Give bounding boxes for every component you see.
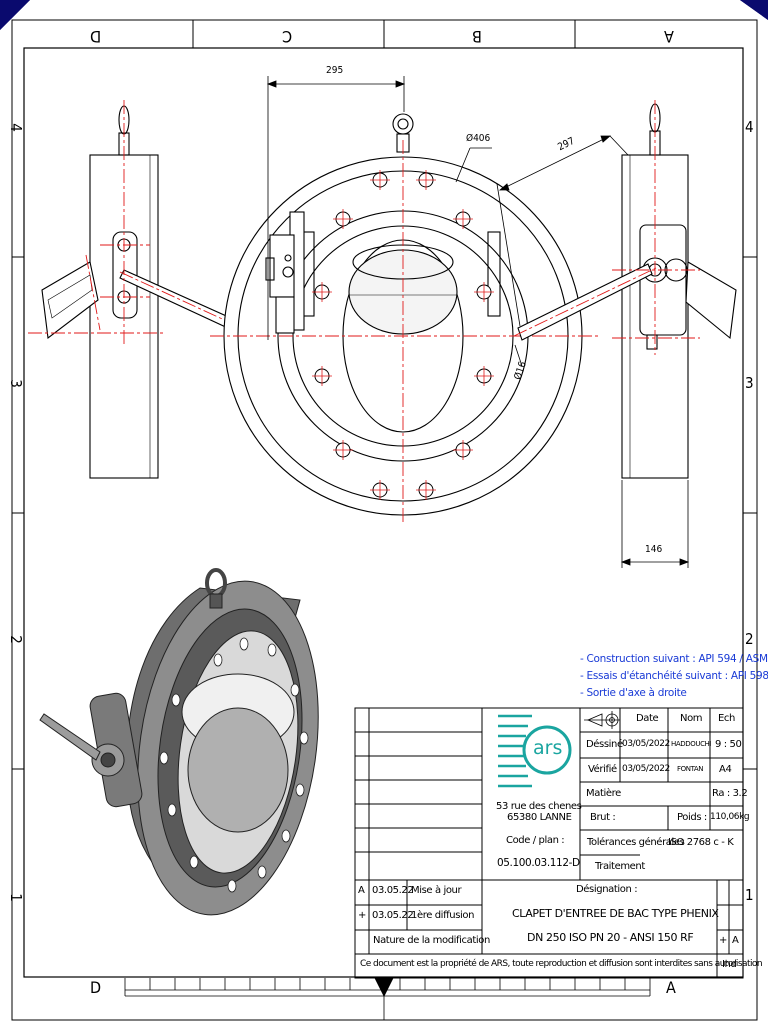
isometric-bolt-holes bbox=[159, 637, 309, 893]
rev-1-desc: Mise à jour bbox=[411, 885, 462, 896]
row-right-3: 3 bbox=[745, 374, 754, 392]
tb-dessine-ech: 9 : 50 bbox=[715, 739, 742, 750]
zone-top-a: A bbox=[664, 27, 674, 46]
row-left-4: 4 bbox=[6, 123, 25, 132]
dim-146: 146 bbox=[645, 544, 663, 555]
right-view-centerlines bbox=[513, 100, 700, 355]
tb-designation-label: Désignation : bbox=[576, 884, 638, 895]
zone-top-d: D bbox=[90, 27, 102, 46]
bolt-hole-centermarks bbox=[312, 170, 494, 500]
zone-top-b: B bbox=[472, 27, 482, 46]
tb-ind-label: Ind bbox=[722, 959, 737, 970]
zone-ticks bbox=[12, 20, 757, 770]
zone-bottom-d: D bbox=[90, 978, 102, 997]
tb-traitement: Traitement bbox=[595, 861, 645, 872]
tb-tolerances-label: Tolérances générales bbox=[587, 837, 685, 848]
rev-2-date: 03.05.22 bbox=[372, 910, 414, 921]
zone-top-c: C bbox=[282, 27, 293, 46]
title-block-grid bbox=[354, 707, 744, 979]
tb-header-date: Date bbox=[636, 713, 659, 724]
tb-poids-value: 110,06kg bbox=[710, 812, 750, 822]
tb-copyright: Ce document est la propriété de ARS, tou… bbox=[360, 959, 763, 969]
tb-dessine-label: Déssiné bbox=[586, 739, 623, 750]
tb-verifie-date: 03/05/2022 bbox=[622, 764, 670, 774]
front-view-centerlines bbox=[210, 140, 600, 525]
tb-poids-label: Poids : bbox=[677, 812, 707, 823]
tb-code-label: Code / plan : bbox=[506, 835, 565, 846]
tb-format: A4 bbox=[719, 764, 732, 775]
tb-ra: Ra : 3.2 bbox=[712, 788, 748, 799]
rev-1-date: 03.05.22 bbox=[372, 885, 414, 896]
tb-address1: 53 rue des chenes bbox=[496, 801, 582, 812]
tb-code-value: 05.100.03.112-D bbox=[497, 857, 580, 869]
tb-verifie-label: Vérifié bbox=[588, 764, 617, 775]
projection-symbol-icon bbox=[584, 711, 620, 729]
left-view-centerlines bbox=[28, 100, 269, 345]
tb-dessine-date: 03/05/2022 bbox=[622, 739, 670, 749]
tb-dessine-nom: HADDOUCHI bbox=[671, 740, 712, 748]
tb-matiere-label: Matière bbox=[586, 788, 621, 799]
dim-295: 295 bbox=[326, 65, 344, 76]
zone-bottom-a: A bbox=[666, 978, 676, 997]
note-construction: - Construction suivant : API 594 / ASME … bbox=[580, 653, 768, 665]
row-right-4: 4 bbox=[745, 118, 754, 136]
tb-verifie-nom: FONTAN bbox=[677, 765, 704, 773]
row-right-1: 1 bbox=[745, 886, 754, 904]
tb-address2: 65380 LANNE bbox=[507, 812, 572, 823]
dimension-lines bbox=[266, 76, 690, 568]
row-right-2: 2 bbox=[745, 630, 754, 648]
isometric-view bbox=[39, 568, 319, 916]
row-left-3: 3 bbox=[6, 379, 25, 388]
tb-nature-label: Nature de la modification bbox=[373, 935, 490, 946]
tb-tolerances-value: ISO 2768 c - K bbox=[668, 837, 734, 848]
dim-diameter-406: Ø406 bbox=[466, 133, 491, 144]
note-sortie-axe: - Sortie d'axe à droite bbox=[580, 687, 687, 699]
ars-logo bbox=[498, 714, 572, 788]
note-etancheite: - Essais d'étanchéité suivant : API 598 bbox=[580, 670, 768, 682]
rev-2-desc: 1ère diffusion bbox=[411, 910, 475, 921]
tb-header-ech: Ech bbox=[718, 713, 735, 724]
row-left-1: 1 bbox=[6, 893, 25, 902]
ars-logo-text: ars bbox=[533, 737, 563, 759]
rev-2-ind: + bbox=[358, 910, 366, 921]
tb-designation-line2: DN 250 ISO PN 20 - ANSI 150 RF bbox=[527, 931, 694, 944]
rev-1-ind: A bbox=[358, 885, 365, 896]
row-left-2: 2 bbox=[6, 635, 25, 644]
tb-ind-plus: + bbox=[719, 935, 727, 946]
tb-header-nom: Nom bbox=[680, 713, 703, 724]
tb-brut-label: Brut : bbox=[590, 812, 616, 823]
left-side-view bbox=[41, 105, 263, 479]
tb-ind-a: A bbox=[732, 935, 739, 946]
tb-designation-line1: CLAPET D'ENTREE DE BAC TYPE PHENIX bbox=[512, 907, 719, 920]
